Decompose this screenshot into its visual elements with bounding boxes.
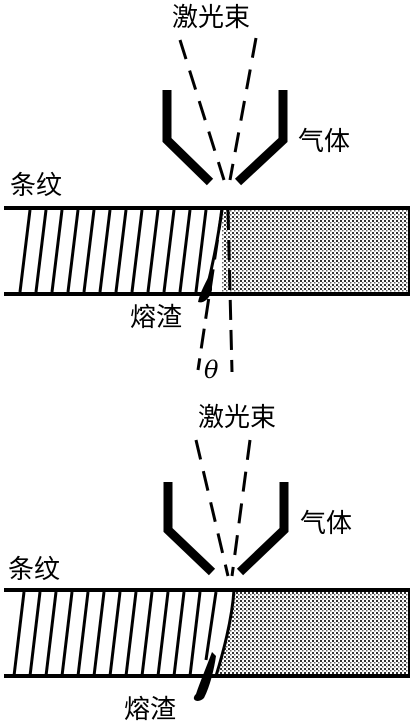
top-striations: [18, 209, 208, 293]
bottom-workpiece: [4, 588, 410, 678]
top-angle-lines: [196, 209, 234, 373]
top-dross: [198, 270, 212, 303]
bottom-gas-label: 气体: [300, 509, 352, 539]
top-striation-label: 条纹: [10, 171, 62, 201]
top-angle-symbol: θ: [204, 356, 219, 384]
bottom-striation-label: 条纹: [8, 555, 60, 585]
top-nozzle: [162, 90, 288, 186]
bottom-laser-beam: [194, 439, 252, 577]
bottom-dross: [193, 652, 216, 701]
top-gas-label: 气体: [298, 127, 350, 157]
bottom-striations: [12, 591, 218, 677]
top-dross-label: 熔渣: [130, 303, 182, 333]
bottom-figure: 激光束 气体 条纹: [4, 403, 410, 725]
bottom-laser-label: 激光束: [198, 403, 276, 433]
top-figure: 激光束 气体 条纹: [4, 3, 410, 384]
bottom-cut-front: [214, 589, 236, 677]
top-laser-beam: [178, 37, 258, 181]
bottom-dross-label: 熔渣: [124, 695, 176, 725]
top-workpiece: [4, 206, 410, 296]
bottom-nozzle: [163, 482, 289, 576]
top-laser-label: 激光束: [172, 3, 250, 33]
